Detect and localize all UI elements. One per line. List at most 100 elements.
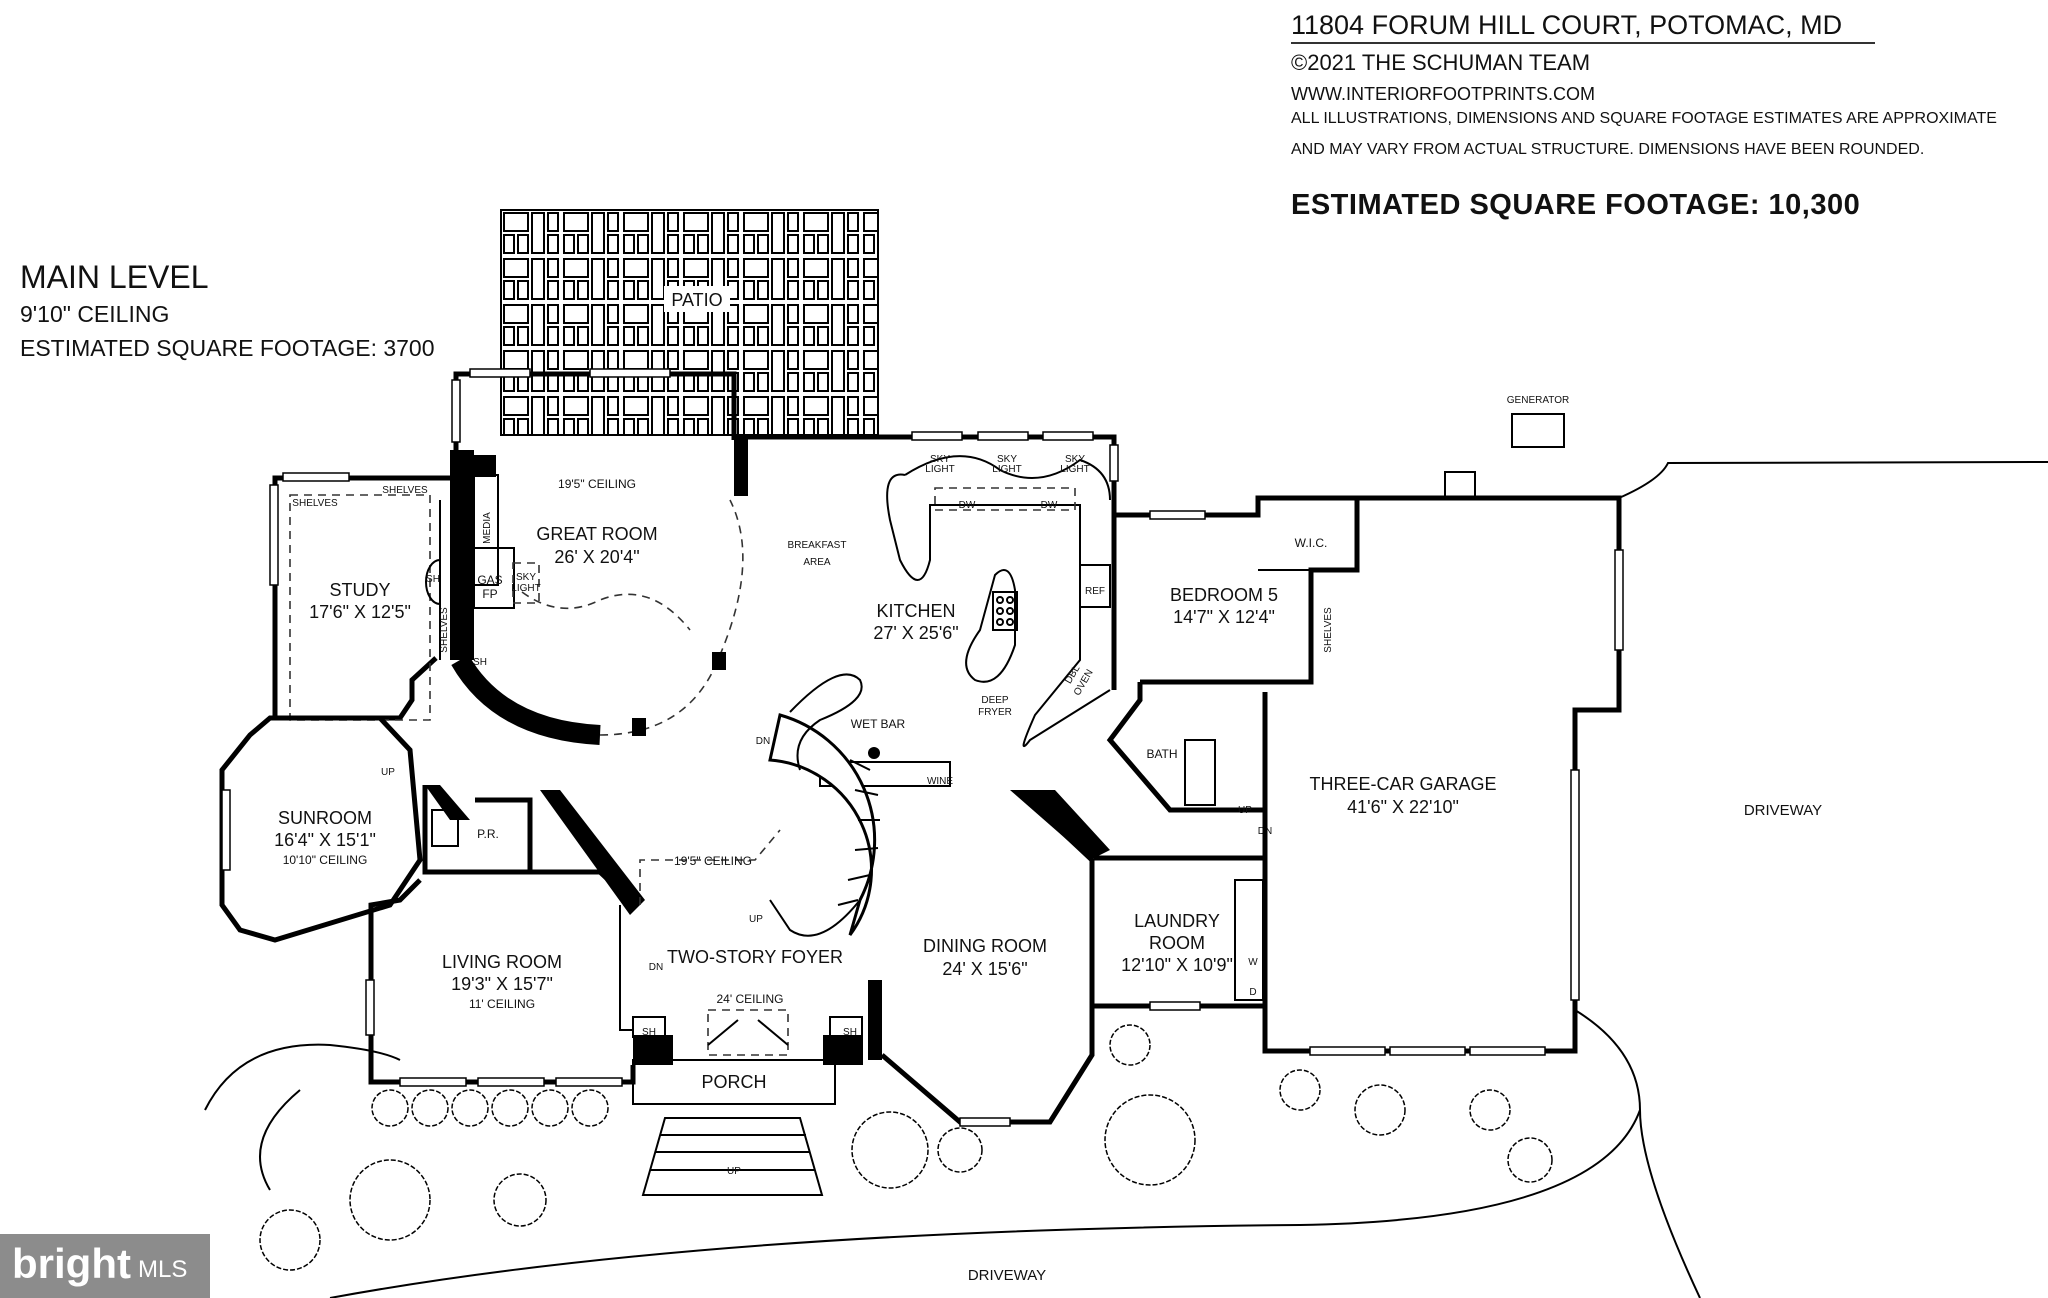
driveway-edge-right	[1574, 1009, 1701, 1298]
sunroom-ceiling: 10'10" CEILING	[283, 853, 368, 867]
logo-suffix: MLS	[138, 1256, 188, 1283]
media-label: MEDIA	[482, 512, 493, 544]
bedroom-5-name: BEDROOM 5	[1170, 585, 1278, 605]
powder-room-label: P.R.	[477, 827, 499, 841]
skylight-2: SKY	[997, 454, 1017, 465]
living-room-name: LIVING ROOM	[442, 952, 562, 972]
patio-stones	[500, 209, 879, 436]
disclaimer-line-1: ALL ILLUSTRATIONS, DIMENSIONS AND SQUARE…	[1291, 110, 1997, 127]
bright-mls-logo: bright MLS	[0, 1234, 210, 1298]
great-room-dims: 26' X 20'4"	[554, 547, 639, 567]
garage-walls	[1262, 471, 1624, 1056]
skylight-3b: LIGHT	[1060, 464, 1089, 475]
living-room-ceiling: 11' CEILING	[469, 997, 535, 1011]
porch	[632, 1059, 836, 1105]
living-room-dims: 19'3" X 15'7"	[451, 974, 553, 994]
skylight-label-2: LIGHT	[511, 583, 540, 594]
skylight-1b: LIGHT	[925, 464, 954, 475]
total-square-footage: ESTIMATED SQUARE FOOTAGE: 10,300	[1291, 189, 1860, 221]
skylight-2b: LIGHT	[992, 464, 1021, 475]
kitchen-walls	[748, 431, 1119, 747]
wic-label: W.I.C.	[1295, 536, 1328, 550]
wine-label: WINE	[927, 776, 953, 787]
driveway-bottom-label: DRIVEWAY	[968, 1267, 1046, 1284]
foyer-walls	[619, 829, 882, 1065]
walkway-curve	[204, 1043, 401, 1191]
foyer-sh-right: SH	[843, 1027, 857, 1038]
great-room-walls	[450, 368, 748, 745]
sh-label: SH	[473, 657, 487, 668]
garage-dims: 41'6" X 22'10"	[1347, 797, 1459, 817]
garage-name: THREE-CAR GARAGE	[1309, 774, 1496, 794]
laundry-name: LAUNDRY	[1134, 911, 1220, 931]
skylight-1: SKY	[930, 454, 950, 465]
driveway-edge-top	[1618, 461, 2048, 499]
sunroom-window	[221, 789, 231, 871]
great-room-ceiling: 19'5" CEILING	[558, 477, 636, 491]
sunroom-dims: 16'4" X 15'1"	[274, 830, 376, 850]
laundry-name-2: ROOM	[1149, 933, 1205, 953]
disclaimer-line-2: AND MAY VARY FROM ACTUAL STRUCTURE. DIME…	[1291, 141, 1924, 158]
kitchen-name: KITCHEN	[876, 601, 955, 621]
bedroom-5-dims: 14'7" X 12'4"	[1173, 607, 1275, 627]
foyer-name: TWO-STORY FOYER	[667, 947, 843, 967]
shrubs	[259, 1024, 1553, 1271]
stairs-down-label: DN	[756, 736, 770, 747]
study-sh-label: SH	[426, 574, 440, 585]
foyer-ceiling: 19'5" CEILING	[674, 854, 752, 868]
dining-room-dims: 24' X 15'6"	[942, 959, 1027, 979]
refrigerator-label: REF	[1085, 586, 1105, 597]
wet-bar-sink	[868, 747, 880, 759]
dining-room-name: DINING ROOM	[923, 936, 1047, 956]
wet-bar-label: WET BAR	[851, 717, 906, 731]
stairs-up-label: UP	[749, 914, 763, 925]
study-name: STUDY	[329, 580, 390, 600]
generator-label: GENERATOR	[1507, 395, 1569, 406]
garage-stairs-up: UP	[1238, 805, 1252, 816]
kitchen-dims: 27' X 25'6"	[873, 623, 958, 643]
stair-wall	[1010, 790, 1110, 860]
dishwasher-2: DW	[1041, 500, 1058, 511]
skylight-label: SKY	[516, 572, 536, 583]
powder-room-walls	[422, 785, 645, 915]
laundry-dims: 12'10" X 10'9"	[1121, 955, 1233, 975]
breakfast-label: BREAKFAST	[788, 540, 847, 551]
great-room-name: GREAT ROOM	[536, 524, 657, 544]
breakfast-label-2: AREA	[803, 557, 831, 568]
level-ceiling: 9'10" CEILING	[20, 301, 169, 327]
study-shelves-label-2: SHELVES	[382, 485, 428, 496]
washer-label: W	[1248, 957, 1258, 968]
deep-fryer-label: DEEP	[981, 695, 1009, 706]
generator-box	[1511, 413, 1565, 448]
deep-fryer-label-2: FRYER	[978, 707, 1012, 718]
website: WWW.INTERIORFOOTPRINTS.COM	[1291, 84, 1595, 104]
skylight-3: SKY	[1065, 454, 1085, 465]
foyer-dn-label: DN	[649, 962, 663, 973]
study-shelves-label: SHELVES	[292, 498, 338, 509]
dishwasher-1: DW	[959, 500, 976, 511]
driveway-edge-bottom	[329, 1109, 1641, 1298]
level-title: MAIN LEVEL	[20, 259, 209, 295]
logo-brand: bright	[12, 1240, 131, 1287]
patio-label: PATIO	[671, 290, 722, 310]
address-title: 11804 FORUM HILL COURT, POTOMAC, MD	[1291, 10, 1842, 40]
closet-shelves-label: SHELVES	[1323, 607, 1334, 653]
gas-fp-label-2: FP	[482, 587, 497, 601]
sunroom-name: SUNROOM	[278, 808, 372, 828]
dining-room-walls	[880, 828, 1095, 1127]
bath-label: BATH	[1146, 747, 1177, 761]
sunroom-up-label: UP	[381, 767, 395, 778]
driveway-right-label: DRIVEWAY	[1744, 802, 1822, 819]
copyright: ©2021 THE SCHUMAN TEAM	[1291, 50, 1590, 75]
foyer-sh-left: SH	[642, 1027, 656, 1038]
steps-up-label: UP	[727, 1166, 741, 1177]
patio-label-bg	[664, 286, 730, 312]
front-steps	[641, 1117, 824, 1196]
sunroom-walls	[219, 715, 423, 943]
gas-fp-label: GAS	[477, 573, 502, 587]
study-dims: 17'6" X 12'5"	[309, 602, 411, 622]
level-square-footage: ESTIMATED SQUARE FOOTAGE: 3700	[20, 335, 435, 361]
dryer-label: D	[1249, 987, 1256, 998]
